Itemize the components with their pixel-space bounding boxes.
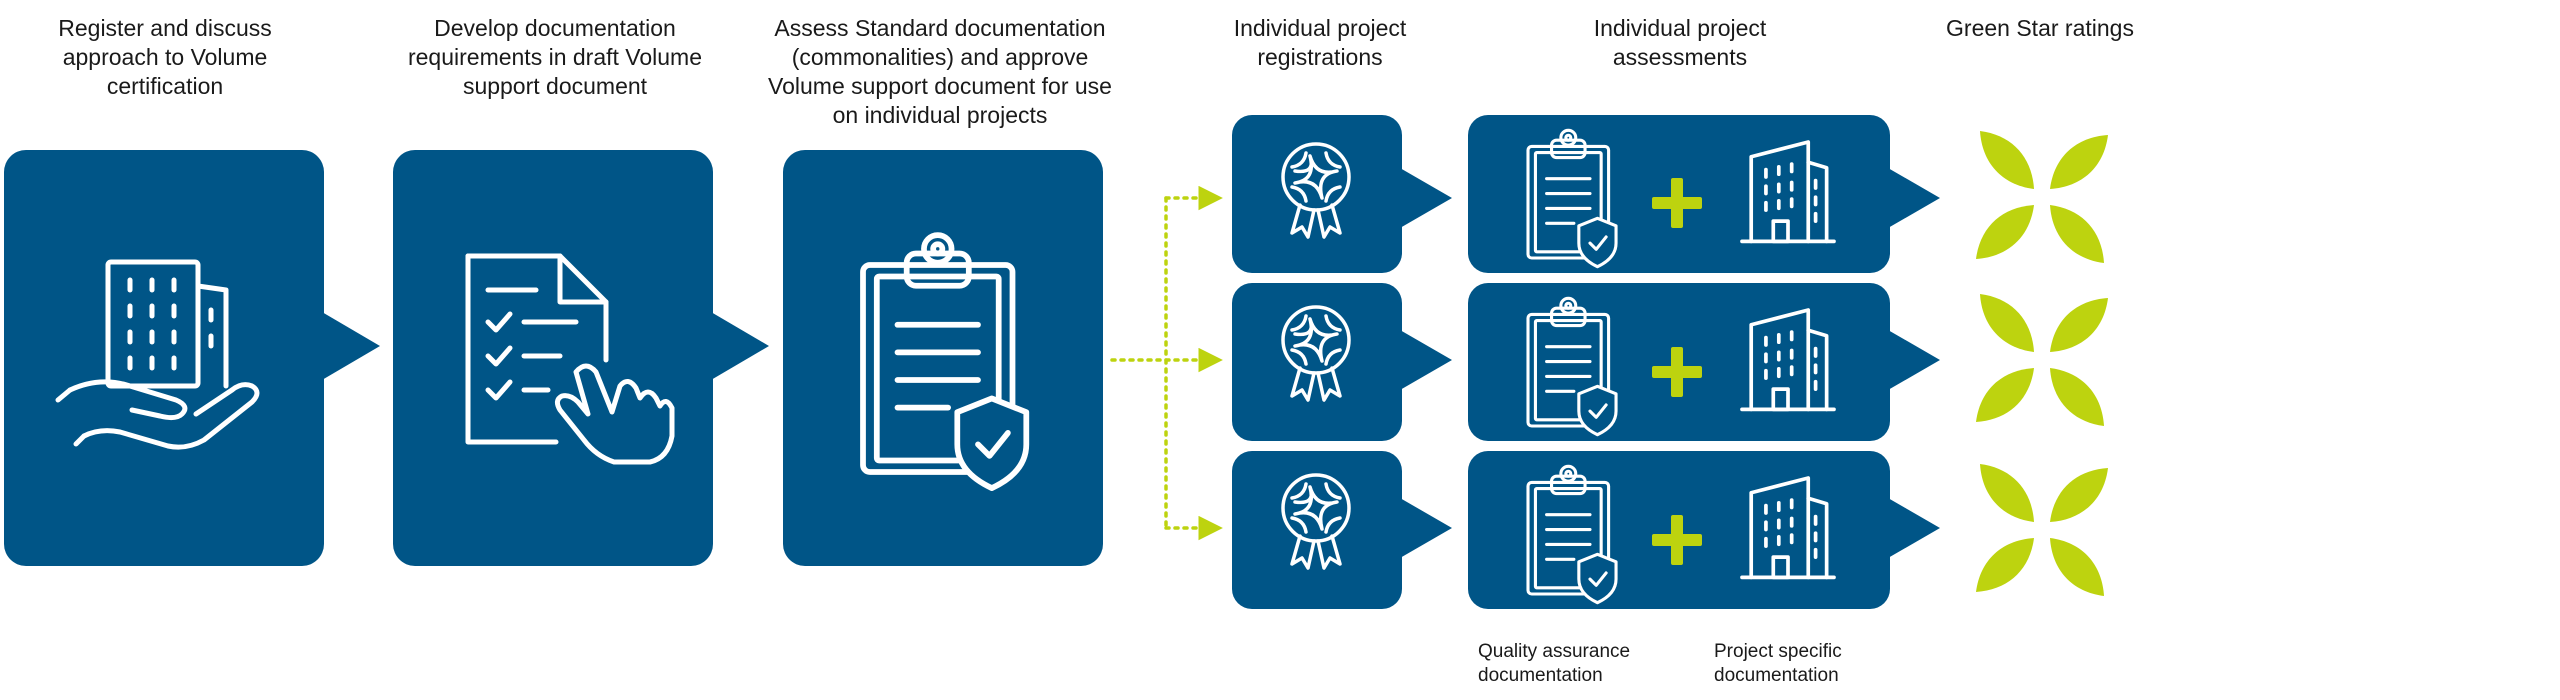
project-row-3 <box>1232 451 2108 609</box>
building-in-hand-icon <box>55 259 260 450</box>
step-box-assess <box>783 150 1103 566</box>
step-label-ratings: Green Star ratings <box>1946 15 2134 41</box>
dotted-connector <box>1110 185 1223 541</box>
step-label-register: Register and discuss approach to Volume … <box>58 15 272 99</box>
sublabel-quality-assurance: Quality assurance documentation <box>1478 641 1631 686</box>
green-star-logo-icon <box>1976 464 2108 596</box>
checklist-document-hand-icon <box>465 253 675 465</box>
project-row-2 <box>1232 283 2108 441</box>
step-box-register <box>4 150 380 566</box>
step-box-develop <box>393 150 769 566</box>
step-label-assessments: Individual project assessments <box>1593 15 1767 70</box>
sublabel-project-specific: Project specific documentation <box>1714 641 1842 686</box>
project-row-1 <box>1232 115 2108 273</box>
step-label-registrations: Individual project registrations <box>1233 15 1407 70</box>
step-label-develop: Develop documentation requirements in dr… <box>407 15 703 99</box>
green-star-logo-icon <box>1976 294 2108 426</box>
step-label-assess: Assess Standard documentation (commonali… <box>768 15 1112 128</box>
green-star-logo-icon <box>1976 131 2108 263</box>
